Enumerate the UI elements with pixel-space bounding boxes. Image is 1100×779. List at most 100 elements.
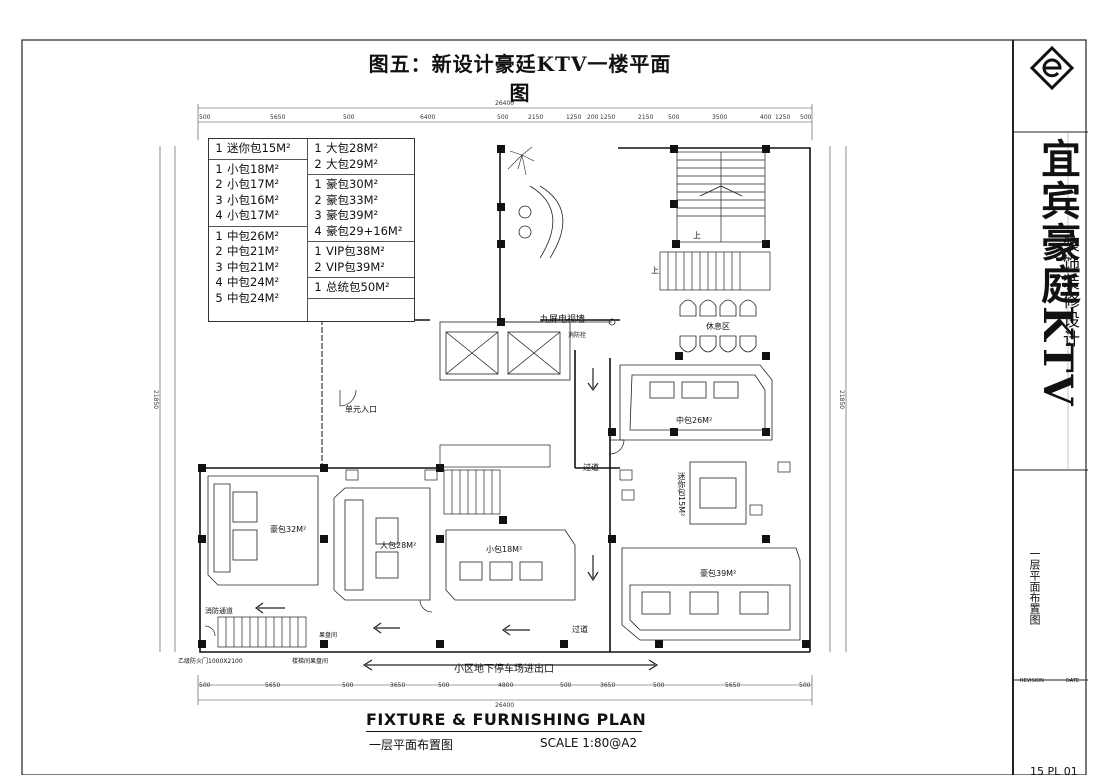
left-total-dimension: 21850 [152,390,159,410]
bottom-dim-seg: 500 [438,682,450,689]
left-dimension-line [159,146,176,652]
small-18-label: 小包18M² [486,545,523,554]
top-dim-seg: 500 [343,114,355,121]
top-dim-seg: 500 [199,114,211,121]
reception-desk [518,185,564,259]
top-total-dimension: 26400 [495,100,515,107]
bottom-dim-seg: 500 [199,682,211,689]
fire-door-label: 乙级防火门1000X2100 [178,658,243,665]
elevator-block [439,318,616,381]
lounge-label: 休息区 [706,322,730,331]
sheet-border [21,39,1087,775]
room-deluxe-32 [207,475,319,586]
top-dim-seg: 200 [587,114,599,121]
company-logo [1030,46,1074,90]
stair-fruit-room-label: 楼梯间果盘间 [292,658,329,665]
fruit-room-label: 果盘间 [319,632,338,639]
revision-label: REVISION [1020,678,1044,684]
parking-entrance-label: 小区地下停车场进出口 [454,664,554,675]
room-small-18 [445,529,576,601]
top-dim-seg: 1250 [775,114,791,121]
entrance-label: 单元入口 [345,405,377,414]
bottom-dim-seg: 500 [799,682,811,689]
top-dim-seg: 400 [760,114,772,121]
bottom-dim-seg: 5650 [265,682,281,689]
top-dim-seg: 500 [800,114,812,121]
corridor-label: 过道 [572,625,588,634]
bottom-dim-seg: 500 [342,682,354,689]
staircase-middle [439,444,551,515]
title-block [1012,40,1088,775]
stair-up-label: 上 [693,231,701,240]
bottom-dim-seg: 3650 [390,682,406,689]
bottom-dim-seg: 4800 [498,682,514,689]
toilets [345,461,791,516]
deluxe-32-label: 豪包32M² [270,525,307,534]
sheet-number: 15 PL 01 [1030,765,1078,778]
staircase-north [676,151,766,243]
bottom-dim-seg: 500 [653,682,665,689]
top-dimension-line [197,104,813,140]
top-dim-seg: 5650 [270,114,286,121]
mini-room-label: 迷你包15M² [677,472,686,517]
project-brand-subtitle: 装饰装修设计 [1059,235,1079,349]
bottom-dimension-line [197,675,813,705]
doors [204,389,625,637]
top-dim-seg: 2150 [528,114,544,121]
staircase-lounge [659,251,771,291]
fire-passage-label: 消防通道 [205,607,233,615]
date-label: DATE [1066,678,1080,684]
project-brand-title: 宜宾豪庭KTV [1034,138,1081,408]
staircase-southwest [217,616,307,648]
columns [198,145,810,648]
bottom-dim-seg: 3650 [600,682,616,689]
top-dim-seg: 500 [668,114,680,121]
fixture-plan-caption: FIXTURE & FURNISHING PLAN [366,710,647,729]
flow-arrows [254,368,659,671]
bottom-dim-seg: 500 [560,682,572,689]
room-big-28 [333,487,431,601]
corridor-label: 过道 [583,463,599,472]
top-dim-seg: 1250 [566,114,582,121]
building-walls [199,147,811,653]
room-mid-26 [619,364,773,441]
top-dim-seg: 500 [497,114,509,121]
mid-room-label: 中包26M² [676,416,713,425]
hydrant-label: 消防栓 [568,332,587,339]
room-mini-15 [689,461,747,525]
bottom-total-dimension: 26400 [495,702,515,709]
tv-wall-label: 九屏电视墙 [540,315,586,325]
title-block-drawing-name: 一层平面布置图 [1028,548,1041,625]
big-28-label: 大包28M² [380,541,417,550]
room-deluxe-39 [621,547,801,641]
plant [507,146,535,176]
caption-underline [366,731,642,732]
scale-label: SCALE 1:80@A2 [540,736,638,750]
